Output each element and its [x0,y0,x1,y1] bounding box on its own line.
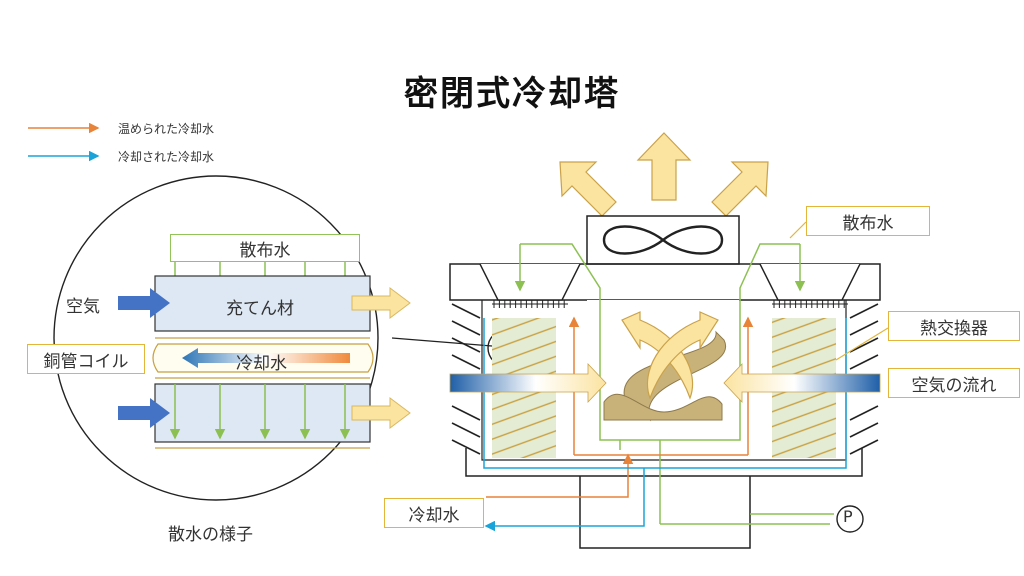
fan-icon [602,225,724,255]
cooling-water-arrow [182,348,350,368]
louver-right [849,439,879,455]
detail-cooling-water-label: 冷却水 [236,354,287,374]
tower-spray-water-label: 散布水 [806,206,930,236]
louver-right [849,354,879,370]
air-swirl-arrow-right [646,311,719,400]
louver-left [451,439,481,455]
diagram-title: 密閉式冷却塔 [404,74,620,114]
detail-caption: 散水の様子 [168,525,253,545]
louver-left [451,422,481,438]
louver-right [849,422,879,438]
exhaust-arrow-up [636,132,692,201]
detail-air-label: 空気 [66,297,100,317]
heat-exchanger-label: 熱交換器 [888,311,1020,341]
detail-connector-line [391,337,493,347]
pump-label: P [843,507,853,526]
detail-fill-label: 充てん材 [226,299,294,319]
exhaust-arrow-right [711,161,769,217]
air-flow-label: 空気の流れ [888,368,1020,398]
legend-warm-label: 温められた冷却水 [118,122,215,136]
pump-icon [836,505,864,533]
detail-copper-coil-label: 銅管コイル [27,344,145,374]
fill-panel-lower [154,383,371,443]
spray-basin-left [479,263,581,301]
spray-basin-right [759,263,861,301]
tower-cooling-water-label: 冷却水 [384,498,484,528]
air-inlet-arrow-upper [118,288,170,318]
louver-left [451,337,481,353]
air-inlet-arrow-lower [118,398,170,428]
water-basin [579,476,751,549]
legend-cool-label: 冷却された冷却水 [118,150,215,164]
air-inlet-left [449,362,607,404]
louver-left [451,354,481,370]
louver-left [451,405,481,421]
air-swirl-arrow-left [621,311,694,400]
louver-left [451,303,481,319]
louver-right [849,320,879,336]
air-swirl-base [603,393,723,421]
air-outlet-arrow-upper [351,287,411,319]
louver-left [451,320,481,336]
louver-right [849,303,879,319]
cooling-tower [449,132,889,549]
louver-right [849,337,879,353]
air-inlet-right [723,362,881,404]
detail-spray-water-label: 散布水 [170,234,360,262]
exhaust-arrow-left [559,161,617,217]
louver-right [849,405,879,421]
air-outlet-arrow-lower [351,397,411,429]
detail-view [53,175,411,501]
